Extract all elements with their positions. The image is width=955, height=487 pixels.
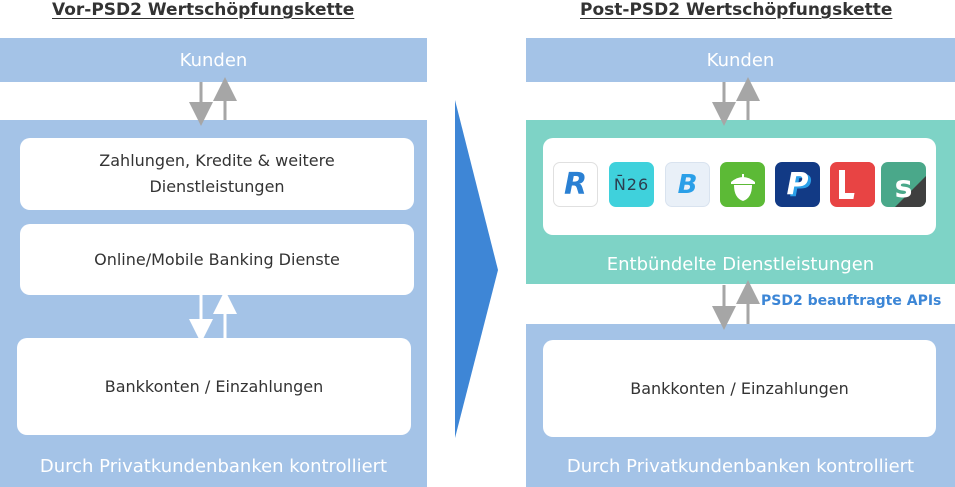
right-footer: Durch Privatkundenbanken kontrolliert (566, 456, 915, 477)
smava-logo: s (881, 162, 926, 207)
right-title: Post-PSD2 Wertschöpfungskette (580, 0, 893, 20)
left-title: Vor-PSD2 Wertschöpfungskette (52, 0, 355, 20)
psd2-api-label: PSD2 beauftragte APIs (761, 293, 942, 309)
revolut-logo: R (553, 162, 598, 207)
left-services-box: Zahlungen, Kredite & weitere Dienstleist… (20, 138, 414, 210)
left-online-banking-label: Online/Mobile Banking Dienste (94, 249, 340, 269)
left-accounts-label: Bankkonten / Einzahlungen (104, 376, 324, 396)
unbundled-services-label: Entbündelte Dienstleistungen (606, 254, 875, 275)
left-services-label: Zahlungen, Kredite & weitere Dienstleist… (99, 151, 335, 196)
lendico-logo (830, 162, 875, 207)
right-accounts-label: Bankkonten / Einzahlungen (630, 378, 849, 398)
left-online-banking-box: Online/Mobile Banking Dienste (20, 224, 414, 295)
right-accounts-box: Bankkonten / Einzahlungen (543, 340, 936, 437)
left-customers-band: Kunden (0, 38, 427, 82)
left-footer: Durch Privatkundenbanken kontrolliert (39, 456, 388, 477)
acorns-logo (720, 162, 765, 207)
paypal-logo: P (775, 162, 820, 207)
n26-logo: N̄26 (609, 162, 654, 207)
left-customers-label: Kunden (179, 49, 248, 71)
bitwala-logo: B (665, 162, 710, 207)
transition-arrow-icon (455, 100, 498, 438)
left-accounts-box: Bankkonten / Einzahlungen (17, 338, 411, 435)
right-customers-label: Kunden (706, 49, 775, 71)
right-customers-band: Kunden (526, 38, 955, 82)
